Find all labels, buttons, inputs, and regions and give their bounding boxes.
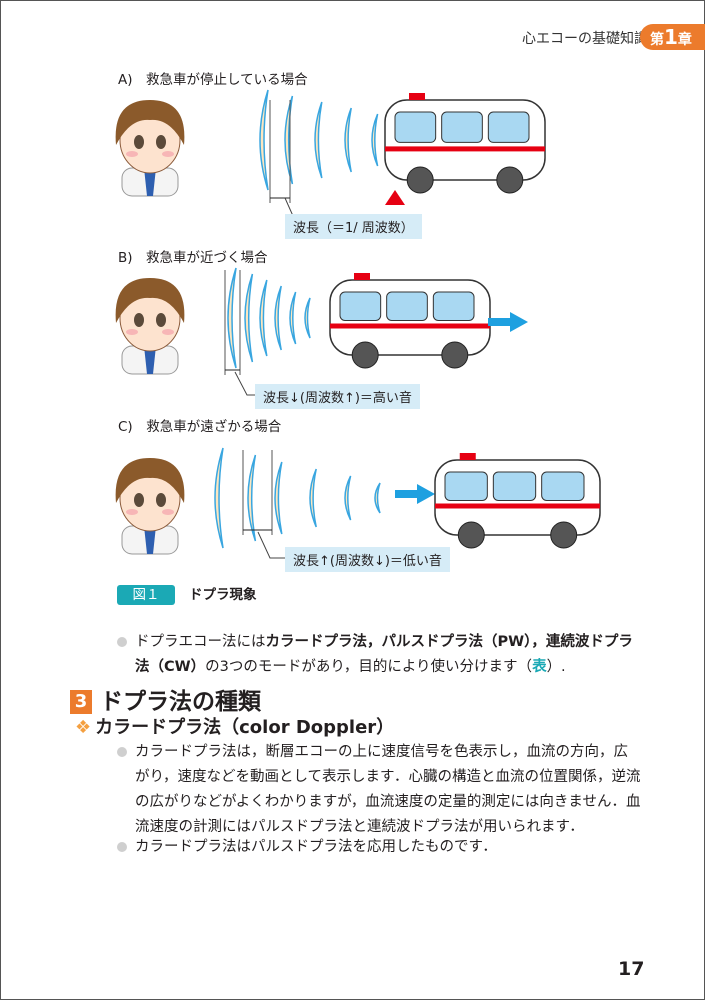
doctor-tie [144,346,156,374]
doctor-eye [134,135,144,149]
motion-arrow-icon [488,312,528,332]
sound-wave-arc [274,461,283,535]
panel-a-wavelength-label: 波長（＝1/ 周波数） [285,214,422,239]
panel-c-wavelength-label: 波長↑(周波数↓)＝低い音 [285,547,450,572]
chapter-prefix: 第 [650,32,664,48]
text: ドプラエコー法には [135,634,266,650]
ambulance-window [386,291,428,321]
doctor-cheek [126,329,138,335]
ambulance-stripe [385,146,545,152]
chapter-number: 1 [664,25,678,49]
ambulance-window [541,471,585,501]
sound-wave-arc [214,447,224,549]
ambulance-wheel [406,166,434,194]
sound-wave-arc [344,475,352,521]
sound-wave-arc [244,273,254,363]
doctor-eye [134,493,144,507]
sound-wave-arc [259,89,269,191]
chapter-suffix: 章 [677,32,692,48]
doctor-cheek [126,509,138,515]
ambulance-siren [459,453,476,460]
bullet-text: カラードプラ法はパルスドプラ法を応用したものです． [135,839,497,855]
ambulance-wheel [457,521,485,549]
page-number: 17 [618,958,645,980]
text: ）. [546,659,566,675]
panel-a-label: A) 救急車が停止している場合 [118,72,308,88]
sound-wave-arc [304,297,311,339]
doctor-hair [115,278,185,323]
sound-wave-arc [284,95,294,185]
list-item: カラードプラ法はパルスドプラ法を応用したものです． [117,835,642,860]
figure-badge: 図１ [117,585,175,605]
section-number: 3 [70,690,92,714]
doctor-cheek [162,329,174,335]
text: の3つのモードがあり，目的により使い分けます（ [205,659,533,675]
doctor-eye [156,493,166,507]
ambulance-wheel [351,341,379,369]
ambulance-siren [354,273,370,280]
sound-wave-arc [274,285,282,351]
doctor-eye [134,313,144,327]
ambulance-stripe [435,503,600,509]
caption-text: ドプラ現象 [189,587,257,603]
doctor-cheek [126,151,138,157]
panel-b-label: B) 救急車が近づく場合 [118,250,268,266]
doctor-tie [144,168,156,196]
sound-wave-arc [314,101,323,179]
leader-line [257,531,285,559]
sound-wave-arc [289,291,297,345]
ambulance-window [432,291,475,321]
section-title: ドプラ法の種類 [100,689,261,715]
doctor-cheek [162,151,174,157]
doctor-eye [156,135,166,149]
ambulance-wheel [496,166,524,194]
ambulance-window [492,471,537,501]
ambulance-stripe [330,323,490,329]
ambulance-window [441,111,483,143]
doppler-illustration [115,89,601,559]
doctor-tie [144,526,156,554]
sound-wave-arc [247,454,257,542]
intro-bullet: ドプラエコー法にはカラードプラ法，パルスドプラ法（PW），連続波ドプラ法（CW）… [117,630,642,680]
doctor-cheek [162,509,174,515]
bullet-text: カラードプラ法は，断層エコーの上に速度信号を色表示し，血流の方向，広がり，速度な… [135,744,641,835]
sound-wave-arc [371,113,379,167]
ambulance-wheel [550,521,578,549]
ambulance-wheel [441,341,469,369]
subsection-title: カラードプラ法（color Doppler） [95,717,395,738]
diamond-icon: ❖ [75,717,92,738]
bullet-dot [117,747,127,757]
section-heading: 3 ドプラ法の種類 [70,682,261,716]
running-header: 心エコーの基礎知識 [522,31,648,47]
doctor-hair [115,100,185,145]
warning-triangle-icon [385,190,405,205]
sound-wave-arc [227,267,237,369]
ambulance-window [444,471,488,501]
panel-b-wavelength-label: 波長↓(周波数↑)＝高い音 [255,384,420,409]
doctor-hair [115,458,185,503]
sound-wave-arc [259,279,268,357]
table-reference-link[interactable]: 表 [532,659,547,675]
ambulance-siren [409,93,425,100]
sound-wave-arc [309,468,317,528]
motion-arrow-icon [395,484,435,504]
bold-text: カラードプラ法，パルスドプラ法（PW），連続波ドプラ法（CW） [135,634,633,675]
ambulance-window [339,291,382,321]
bullet-dot [117,637,127,647]
doctor-eye [156,313,166,327]
subsection-heading: ❖カラードプラ法（color Doppler） [75,713,394,739]
sound-wave-arc [344,107,352,173]
bullet-dot [117,842,127,852]
list-item: カラードプラ法は，断層エコーの上に速度信号を色表示し，血流の方向，広がり，速度な… [117,740,642,840]
panel-c-label: C) 救急車が遠ざかる場合 [118,419,282,435]
figure-caption: 図１ ドプラ現象 [117,583,257,605]
chapter-badge: 第1章 [640,24,705,50]
ambulance-window [487,111,530,143]
sound-wave-arc [374,482,381,514]
ambulance-window [394,111,437,143]
